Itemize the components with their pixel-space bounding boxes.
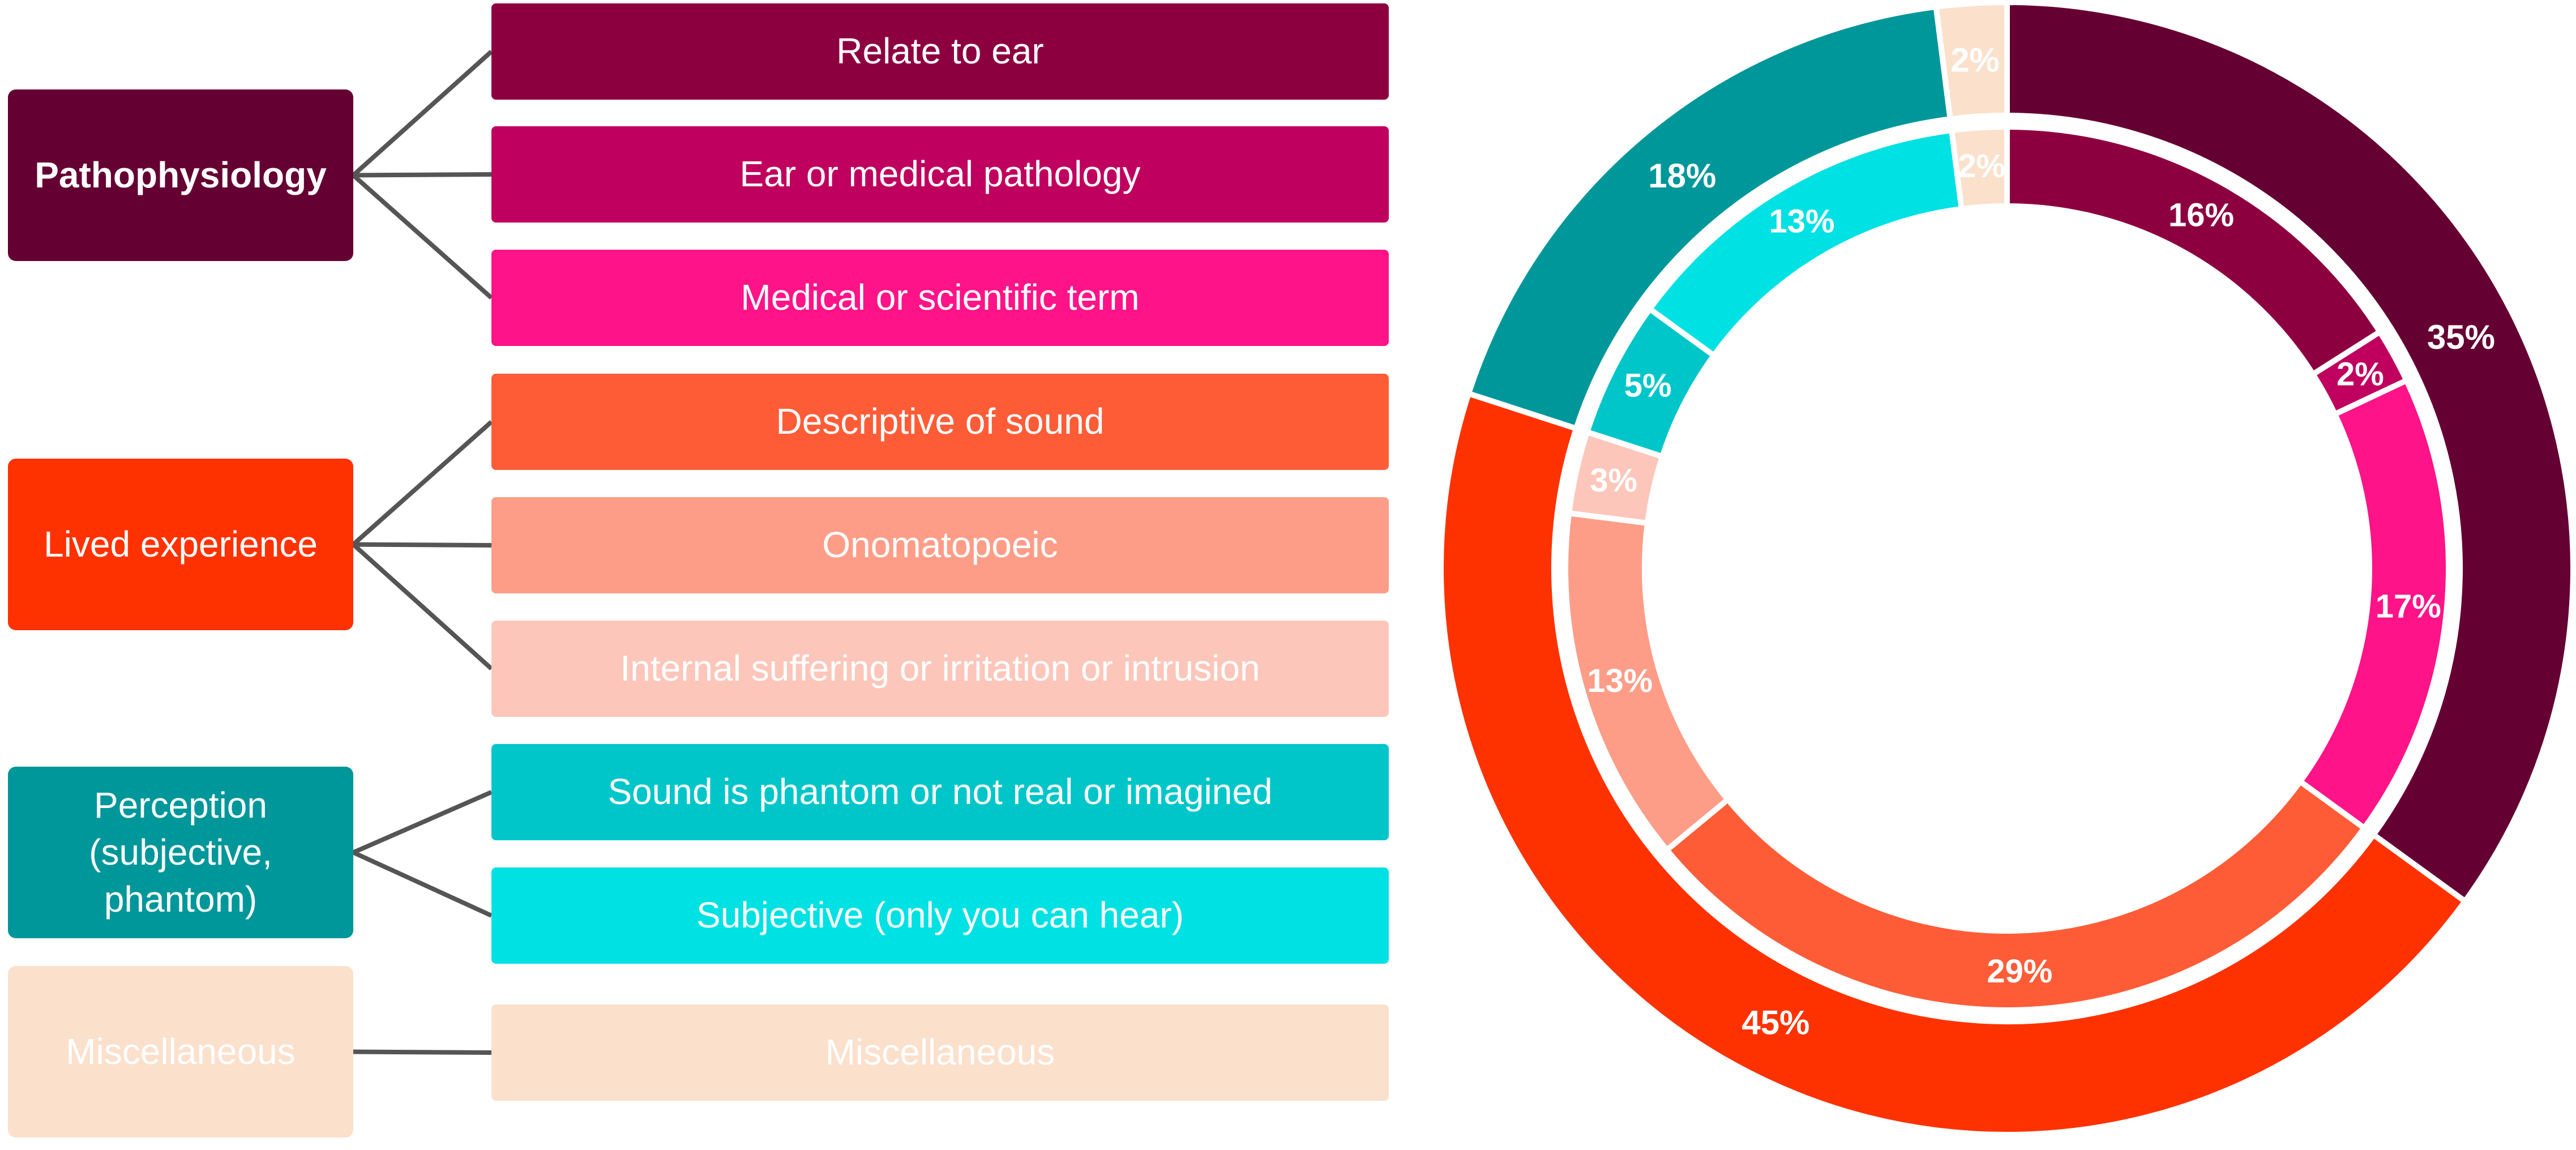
connector-onomatopoeic <box>353 542 492 548</box>
connector-subjective <box>352 850 493 918</box>
inner-label-1: 2% <box>2337 356 2384 392</box>
inner-label-6: 5% <box>1624 367 1672 404</box>
outer-label-1: 45% <box>1741 1003 1809 1041</box>
inner-slice-3 <box>1662 777 2369 1013</box>
connector-descriptive-of-sound <box>352 420 493 546</box>
inner-label-8: 2% <box>1958 148 2005 185</box>
subcategory-relate-to-ear: Relate to ear <box>491 3 1389 100</box>
inner-label-5: 3% <box>1590 462 1637 499</box>
subcategory-medical-or-scientific-term: Medical or scientific term <box>491 250 1389 346</box>
inner-label-3: 29% <box>1987 953 2052 990</box>
inner-label-4: 13% <box>1587 662 1653 699</box>
category-miscellaneous: Miscellaneous <box>8 966 353 1138</box>
inner-label-2: 17% <box>2376 588 2441 625</box>
inner-label-7: 13% <box>1769 203 1835 240</box>
subcategory-sound-is-phantom: Sound is phantom or not real or imagined <box>491 744 1389 840</box>
connector-ear-or-medical-pathology <box>353 172 492 178</box>
outer-label-0: 35% <box>2427 318 2495 356</box>
connector-relate-to-ear <box>352 50 493 177</box>
connector-medical-or-scientific-term <box>352 173 493 300</box>
connector-sound-is-phantom <box>352 790 493 855</box>
connector-internal-suffering <box>352 542 493 670</box>
subcategory-internal-suffering: Internal suffering or irritation or intr… <box>491 621 1389 717</box>
inner-label-0: 16% <box>2168 197 2234 234</box>
subcategory-onomatopoeic: Onomatopoeic <box>491 497 1389 593</box>
outer-slice-1 <box>1437 390 2470 1138</box>
outer-slice-0 <box>2004 0 2576 905</box>
category-perception: Perception (subjective, phantom) <box>8 767 353 938</box>
connector-miscellaneous-sub <box>353 1049 492 1055</box>
subcategory-miscellaneous: Miscellaneous <box>491 1004 1389 1101</box>
category-lived-experience: Lived experience <box>8 459 353 630</box>
outer-label-2: 18% <box>1648 157 1716 195</box>
subcategory-ear-or-medical-pathology: Ear or medical pathology <box>491 126 1389 223</box>
outer-label-3: 2% <box>1950 41 2000 79</box>
subcategory-subjective: Subjective (only you can hear) <box>491 867 1389 964</box>
category-pathophysiology: Pathophysiology <box>8 89 353 261</box>
outer-slice-3 <box>1933 0 2010 122</box>
inner-slice-8 <box>1948 123 2010 212</box>
subcategory-descriptive-of-sound: Descriptive of sound <box>491 374 1389 470</box>
